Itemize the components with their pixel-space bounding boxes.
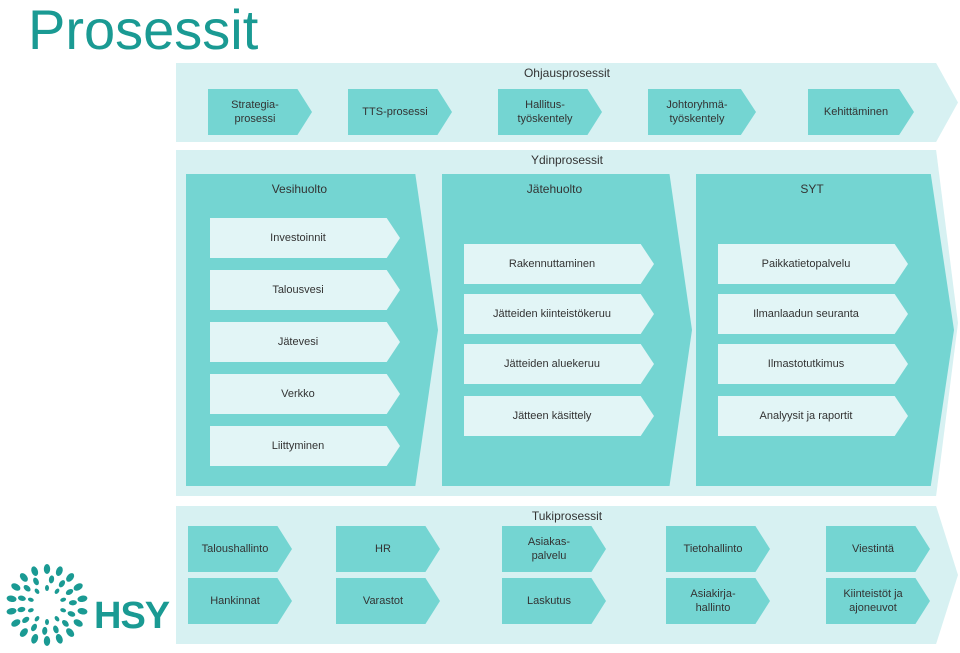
list-item: Ilmanlaadun seuranta — [718, 294, 908, 334]
ohjausprosessit-title: Ohjausprosessit — [523, 66, 611, 80]
tuki-item-asiakaspalvelu: Asiakas- palvelu — [502, 526, 606, 572]
tuki-item-varastot: Varastot — [336, 578, 440, 624]
column-title-jatehuolto: Jätehuolto — [526, 182, 583, 196]
list-item: Jätteen käsittely — [464, 396, 654, 436]
page-title: Prosessit — [28, 0, 259, 61]
column-syt: SYT Paikkatietopalvelu Ilmanlaadun seura… — [696, 174, 954, 486]
column-jatehuolto: Jätehuolto Rakennuttaminen Jätteiden kii… — [442, 174, 692, 486]
tuki-item-taloushallinto: Taloushallinto — [188, 526, 292, 572]
brand-wordmark: HSY — [94, 595, 170, 637]
list-item: Verkko — [210, 374, 400, 414]
list-item: Investoinnit — [210, 218, 400, 258]
tuki-item-kiinteistot-ja-ajoneuvot: Kiinteistöt ja ajoneuvot — [826, 578, 930, 624]
list-item: Jätteiden aluekeruu — [464, 344, 654, 384]
tuki-item-viestinta: Viestintä — [826, 526, 930, 572]
ohjaus-item-kehittaminen: Kehittäminen — [808, 89, 914, 135]
list-item: Paikkatietopalvelu — [718, 244, 908, 284]
ohjausprosessit-band: Ohjausprosessit Strategia- prosessi TTS-… — [176, 63, 958, 142]
ohjaus-item-tts-prosessi: TTS-prosessi — [348, 89, 452, 135]
list-item: Analyysit ja raportit — [718, 396, 908, 436]
list-item: Talousvesi — [210, 270, 400, 310]
hsy-logo-icon — [6, 564, 88, 646]
ohjaus-item-hallitustyoskentely: Hallitus- työskentely — [498, 89, 602, 135]
ydinprosessit-band: Ydinprosessit Vesihuolto Investoinnit Ta… — [176, 150, 958, 496]
column-title-syt: SYT — [800, 182, 824, 196]
list-item: Jätevesi — [210, 322, 400, 362]
list-item: Ilmastotutkimus — [718, 344, 908, 384]
tukiprosessit-band: Tukiprosessit Taloushallinto HR Asiakas-… — [176, 506, 958, 644]
column-title-vesihuolto: Vesihuolto — [271, 182, 328, 196]
tuki-item-laskutus: Laskutus — [502, 578, 606, 624]
ohjaus-item-strategiaprosessi: Strategia- prosessi — [208, 89, 312, 135]
list-item: Rakennuttaminen — [464, 244, 654, 284]
tuki-item-hankinnat: Hankinnat — [188, 578, 292, 624]
tuki-item-tietohallinto: Tietohallinto — [666, 526, 770, 572]
list-item: Jätteiden kiinteistökeruu — [464, 294, 654, 334]
ydinprosessit-title: Ydinprosessit — [530, 153, 604, 167]
column-vesihuolto: Vesihuolto Investoinnit Talousvesi Jätev… — [186, 174, 438, 486]
tukiprosessit-title: Tukiprosessit — [531, 509, 603, 523]
ohjaus-item-johtoryhmatyoskentely: Johtoryhmä- työskentely — [648, 89, 756, 135]
list-item: Liittyminen — [210, 426, 400, 466]
tuki-item-asiakirjahallinto: Asiakirja- hallinto — [666, 578, 770, 624]
tuki-item-hr: HR — [336, 526, 440, 572]
